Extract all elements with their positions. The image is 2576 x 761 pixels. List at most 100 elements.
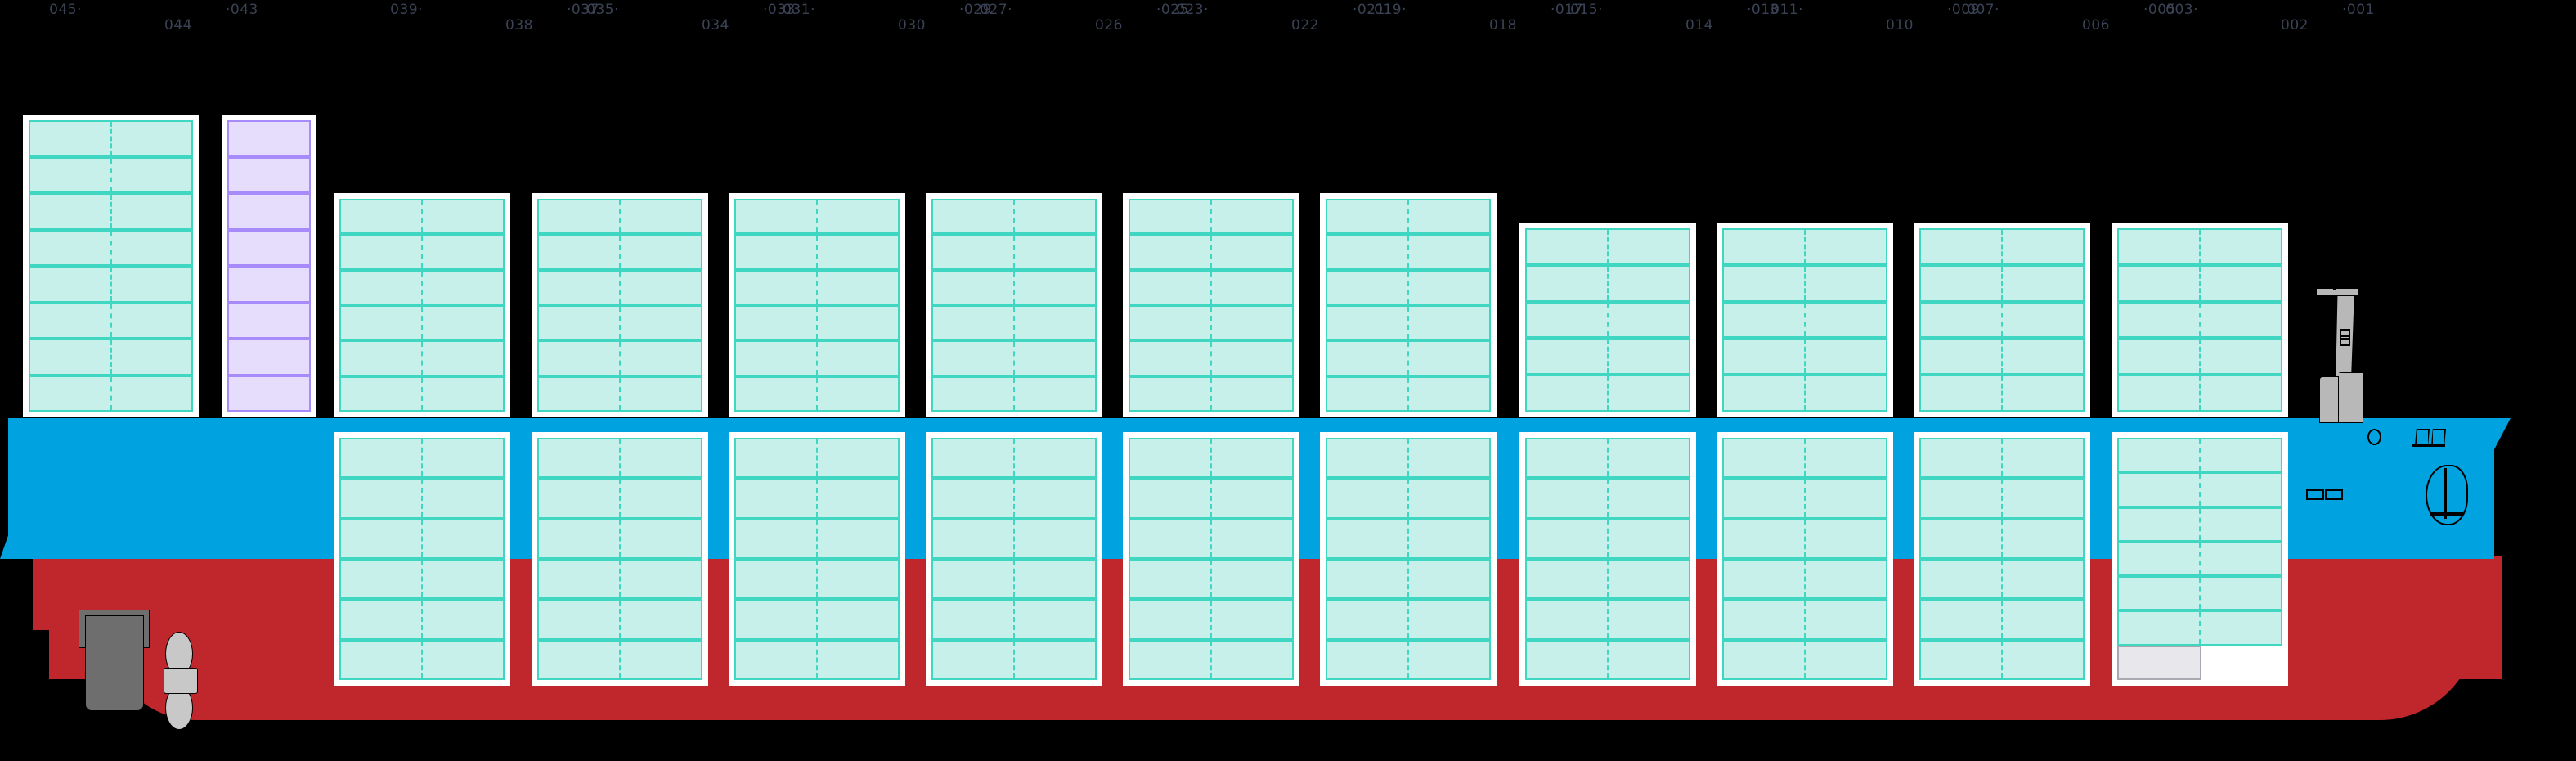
slot-034[interactable] [537, 376, 702, 412]
slot-002[interactable] [2117, 301, 2282, 339]
slot-018[interactable] [1326, 199, 1491, 235]
slot-026[interactable] [931, 478, 1097, 519]
slot-018[interactable] [1326, 558, 1491, 600]
slot-034[interactable] [537, 558, 702, 600]
slot-014[interactable] [1525, 228, 1690, 265]
slot-030[interactable] [734, 304, 900, 341]
slot-022[interactable] [1129, 438, 1294, 479]
slot-022[interactable] [1129, 478, 1294, 519]
slot-034[interactable] [537, 639, 702, 680]
slot-010[interactable] [1722, 518, 1887, 559]
slot-022[interactable] [1129, 518, 1294, 559]
slot-018[interactable] [1326, 269, 1491, 305]
slot-022[interactable] [1129, 340, 1294, 376]
slot-038[interactable] [339, 269, 505, 305]
slot-018[interactable] [1326, 340, 1491, 376]
deck-bay-041[interactable] [222, 115, 316, 417]
slot-006[interactable] [1919, 228, 2085, 265]
slot-041[interactable] [227, 156, 311, 193]
slot-002[interactable] [2117, 472, 2282, 507]
deck-bay-044[interactable] [23, 115, 199, 417]
slot-038[interactable] [339, 558, 505, 600]
hold-bay-014[interactable] [1519, 432, 1696, 686]
slot-030[interactable] [734, 376, 900, 412]
slot-018[interactable] [1326, 599, 1491, 640]
slot-014[interactable] [1525, 301, 1690, 339]
slot-038[interactable] [339, 376, 505, 412]
slot-018[interactable] [1326, 518, 1491, 559]
slot-038[interactable] [339, 639, 505, 680]
hold-bay-006[interactable] [1914, 432, 2090, 686]
slot-006[interactable] [1919, 375, 2085, 412]
deck-bay-014[interactable] [1519, 223, 1696, 417]
slot-014[interactable] [1525, 264, 1690, 302]
slot-006[interactable] [1919, 478, 2085, 519]
slot-022[interactable] [1129, 376, 1294, 412]
slot-030[interactable] [734, 599, 900, 640]
slot-006[interactable] [1919, 639, 2085, 680]
slot-002[interactable] [2117, 228, 2282, 265]
deck-bay-026[interactable] [926, 193, 1102, 417]
slot-026[interactable] [931, 269, 1097, 305]
slot-002[interactable] [2117, 541, 2282, 577]
slot-026[interactable] [931, 518, 1097, 559]
slot-026[interactable] [931, 234, 1097, 270]
slot-044[interactable] [29, 120, 193, 157]
slot-041[interactable] [227, 339, 311, 376]
slot-026[interactable] [931, 340, 1097, 376]
slot-030[interactable] [734, 269, 900, 305]
slot-022[interactable] [1129, 558, 1294, 600]
slot-030[interactable] [734, 199, 900, 235]
deck-bay-030[interactable] [729, 193, 905, 417]
slot-030[interactable] [734, 558, 900, 600]
slot-022[interactable] [1129, 269, 1294, 305]
slot-044[interactable] [29, 302, 193, 339]
slot-010[interactable] [1722, 438, 1887, 479]
slot-038[interactable] [339, 340, 505, 376]
slot-034[interactable] [537, 518, 702, 559]
slot-014[interactable] [1525, 639, 1690, 680]
slot-018[interactable] [1326, 438, 1491, 479]
deck-bay-022[interactable] [1123, 193, 1299, 417]
slot-022[interactable] [1129, 304, 1294, 341]
slot-014[interactable] [1525, 375, 1690, 412]
slot-026[interactable] [931, 438, 1097, 479]
slot-014[interactable] [1525, 478, 1690, 519]
slot-034[interactable] [537, 304, 702, 341]
slot-010[interactable] [1722, 639, 1887, 680]
slot-026[interactable] [931, 639, 1097, 680]
hold-bay-034[interactable] [532, 432, 708, 686]
slot-006[interactable] [1919, 558, 2085, 600]
slot-030[interactable] [734, 438, 900, 479]
slot-010[interactable] [1722, 264, 1887, 302]
hold-bay-018[interactable] [1320, 432, 1497, 686]
slot-018[interactable] [1326, 478, 1491, 519]
slot-038[interactable] [339, 599, 505, 640]
slot-022[interactable] [1129, 234, 1294, 270]
slot-022[interactable] [1129, 639, 1294, 680]
slot-022[interactable] [1129, 599, 1294, 640]
slot-002[interactable] [2117, 610, 2282, 646]
slot-018[interactable] [1326, 639, 1491, 680]
slot-026[interactable] [931, 199, 1097, 235]
slot-034[interactable] [537, 599, 702, 640]
slot-030[interactable] [734, 234, 900, 270]
slot-006[interactable] [1919, 438, 2085, 479]
slot-010[interactable] [1722, 301, 1887, 339]
slot-030[interactable] [734, 518, 900, 559]
slot-010[interactable] [1722, 558, 1887, 600]
slot-014[interactable] [1525, 438, 1690, 479]
slot-044[interactable] [29, 193, 193, 230]
slot-030[interactable] [734, 340, 900, 376]
slot-006[interactable] [1919, 264, 2085, 302]
hold-bay-002[interactable] [2112, 432, 2288, 686]
slot-010[interactable] [1722, 478, 1887, 519]
slot-002[interactable] [2117, 338, 2282, 376]
slot-038[interactable] [339, 199, 505, 235]
slot-030[interactable] [734, 478, 900, 519]
slot-044[interactable] [29, 229, 193, 266]
slot-002[interactable] [2117, 264, 2282, 302]
slot-041[interactable] [227, 229, 311, 266]
slot-044[interactable] [29, 375, 193, 412]
deck-bay-034[interactable] [532, 193, 708, 417]
